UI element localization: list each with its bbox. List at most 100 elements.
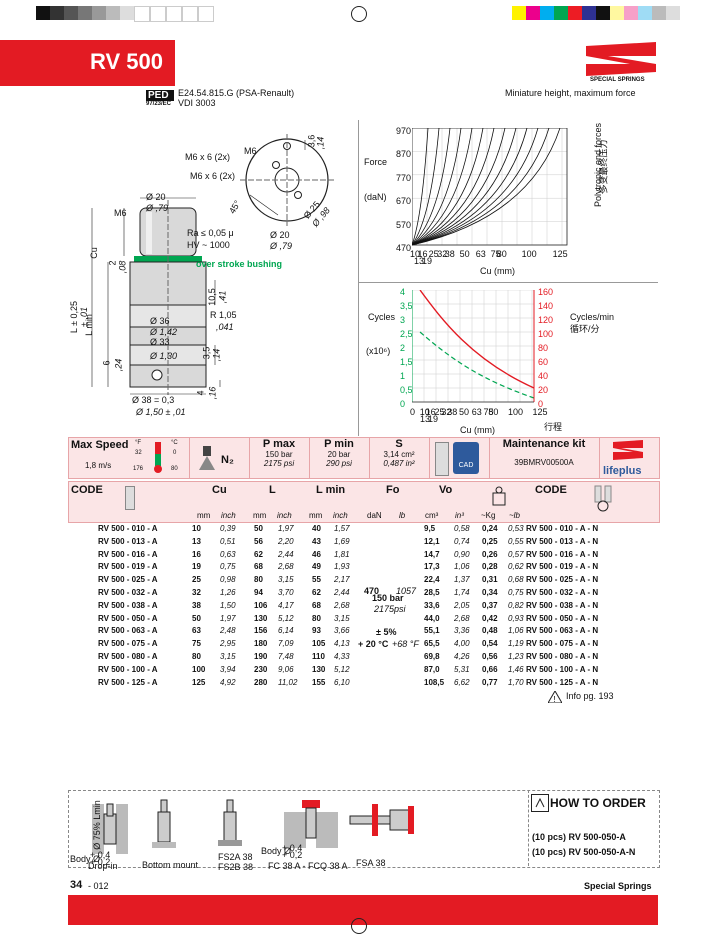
temp-c: °C: [171, 440, 178, 446]
page-code: - 012: [88, 881, 109, 891]
force-curve: [412, 128, 473, 246]
mount-body-tol3: + 0,4: [282, 843, 303, 853]
bushing-label: over stroke bushing: [196, 259, 283, 269]
cell-vo: 22,4: [424, 575, 440, 585]
force-curve: [412, 128, 429, 246]
cell-li: 5,12: [278, 613, 294, 623]
temp-f: °F: [135, 440, 142, 446]
pmax-inch: 2175 psi: [263, 459, 295, 468]
force-curve: [412, 128, 440, 246]
cell-cu: 25: [192, 575, 201, 585]
cell-lm: 49: [312, 562, 321, 572]
table-header: CODE Cu L L min Fo Vo CODE mm inch mm in…: [68, 481, 660, 523]
cycles-xtick: 10: [419, 407, 430, 417]
cell-cu: 32: [192, 588, 201, 597]
info-link[interactable]: Info pg. 193: [566, 691, 614, 701]
cell-cui: 2,95: [220, 639, 236, 649]
spec-s: S 3,14 cm² 0,487 in²: [369, 438, 430, 478]
cycles-curve: [419, 331, 535, 399]
cell-cu: 19: [192, 562, 201, 572]
force-xtick: 63: [475, 249, 486, 259]
cell-l: 56: [254, 536, 263, 546]
cell-cui: 0,51: [220, 536, 236, 546]
spring-small-icon: [125, 486, 135, 510]
cell-l: 190: [254, 652, 268, 661]
norm-vdi: VDI 3003: [178, 98, 216, 108]
cell-lm: 46: [312, 549, 321, 559]
cell-cu: 13: [192, 536, 201, 546]
cell-lmi: 2,17: [334, 575, 350, 585]
cell-vo: 17,3: [424, 562, 440, 572]
cell-code2: RV 500 - 063 - A - N: [526, 626, 599, 636]
unit-vo-cm3: cm³: [425, 511, 439, 520]
force-unit: (daN): [364, 192, 387, 202]
cell-cui: 0,75: [220, 562, 236, 572]
registration-mark-icon: [351, 6, 367, 22]
mount-body-tol4: + 0,2: [282, 850, 303, 860]
force-ytick: 770: [396, 172, 412, 183]
dim-m6x6-a: M6 x 6 (2x): [185, 152, 231, 162]
cell-lb: 1,46: [508, 664, 524, 674]
fo-tolerance: ± 5%: [376, 627, 397, 637]
cell-kg: 0,56: [482, 652, 498, 661]
cycles-xtick: 38: [447, 407, 458, 417]
fo-value: 470: [364, 586, 380, 596]
cell-lb: 0,53: [508, 524, 524, 533]
dim-d36-inch: Ø 1,42: [150, 327, 178, 337]
cell-code2: RV 500 - 025 - A - N: [526, 575, 599, 585]
mount-body-tol2: + 0,2: [90, 857, 111, 867]
gray-color-bar: [36, 6, 214, 22]
force-curve: [412, 128, 462, 246]
unit-cu-mm: mm: [197, 511, 211, 520]
cell-cu: 125: [192, 677, 206, 687]
force-xtick: 16: [417, 249, 428, 259]
page-subtitle: Miniature height, maximum force: [505, 88, 636, 98]
force-right-cn: 多变最终压力: [598, 139, 609, 194]
cycles-ytick-right: 100: [538, 329, 554, 339]
pmin-value: 20 bar: [327, 450, 351, 459]
gas-cylinder-icon: [195, 444, 219, 477]
cell-li: 2,68: [278, 562, 294, 572]
dim-d20-top-inch: Ø ,79: [270, 241, 293, 251]
cell-code: RV 500 - 100 - A: [98, 664, 158, 674]
force-ytick: 870: [396, 149, 412, 160]
cell-kg: 0,66: [482, 664, 498, 674]
dim-d20: Ø 20: [146, 192, 166, 202]
cycles-ytick: 1,5: [400, 357, 413, 367]
dim-4: 4: [195, 390, 206, 396]
cell-lm: 110: [312, 652, 325, 661]
dim-10-5: 10,5: [206, 288, 217, 306]
cell-cui: 1,50: [220, 600, 236, 610]
cad-icon[interactable]: CAD: [453, 442, 479, 474]
cycles-right-label: Cycles/min: [570, 312, 615, 322]
dim-m6-side: M6: [114, 208, 127, 218]
maxspeed-value: 1,8 m/s: [85, 461, 112, 470]
temp-80: 80: [171, 466, 178, 472]
cycles-ytick: 0: [400, 399, 406, 409]
cell-voi: 3,36: [454, 626, 470, 636]
cmyk-color-bar: [512, 6, 680, 20]
pmax-value: 150 bar: [265, 450, 293, 459]
dim-2-inch: ,08: [117, 260, 128, 274]
force-ytick: 470: [396, 243, 412, 253]
cell-lm: 155: [312, 677, 326, 687]
cell-code: RV 500 - 125 - A: [98, 677, 158, 687]
spec-pmax: P max 150 bar 2175 psi: [249, 438, 310, 478]
dim-lmin: L min: [83, 314, 94, 336]
dim-cu: Cu: [88, 247, 99, 259]
warning-icon: !: [547, 690, 563, 708]
cell-cu: 100: [192, 664, 206, 674]
cell-lb: 0,68: [508, 575, 524, 585]
cycles-xlabel: Cu (mm): [460, 425, 495, 435]
force-xtick2: 19: [422, 256, 433, 266]
cell-lb: 0,75: [508, 588, 524, 597]
footer-brand: Special Springs: [584, 881, 652, 891]
norm-psa: E24.54.815.G (PSA-Renault): [178, 88, 295, 98]
unit-fo-lb: lb: [399, 511, 406, 520]
force-ytick: 670: [396, 196, 412, 207]
force-curve: [412, 128, 528, 246]
cell-lb: 1,23: [508, 652, 524, 661]
cell-lm: 62: [312, 588, 321, 597]
cell-code: RV 500 - 016 - A: [98, 549, 158, 559]
